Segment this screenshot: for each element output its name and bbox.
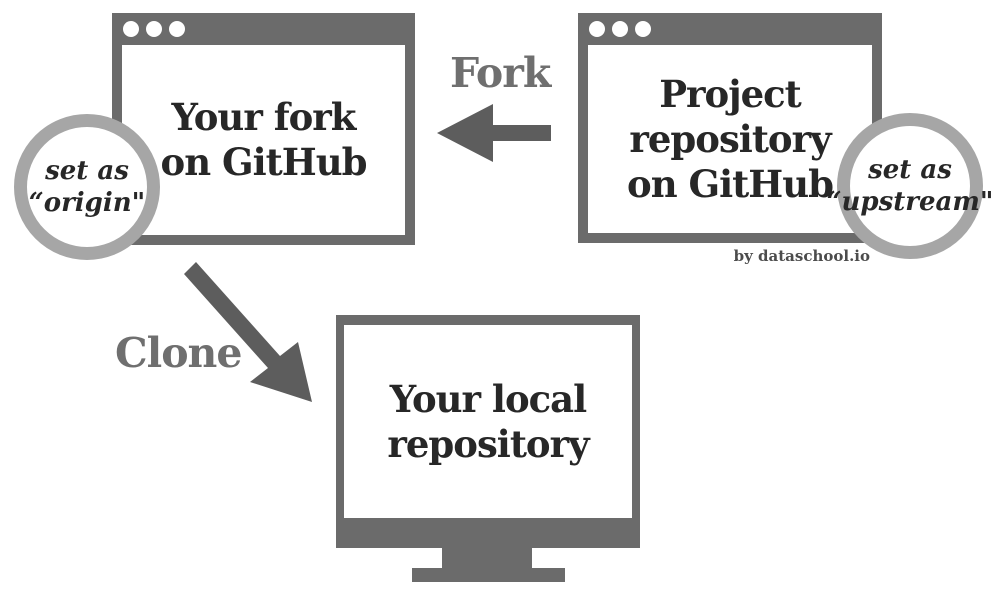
window-titlebar xyxy=(578,13,882,45)
upstream-badge-line2: “upstream" xyxy=(826,187,994,217)
monitor-stand-base xyxy=(412,568,565,582)
window-control-dot xyxy=(169,21,185,37)
fork-window-title-line2: on GitHub xyxy=(160,140,368,184)
window-titlebar xyxy=(112,13,415,45)
local-repository-monitor: Your local repository xyxy=(336,315,640,582)
fork-window-title-line1: Your fork xyxy=(171,95,357,139)
browser-window-your-fork: Your fork on GitHub xyxy=(112,13,415,245)
origin-badge-line1: set as xyxy=(45,156,129,186)
monitor-stand-neck xyxy=(442,548,532,568)
browser-window-project-repo: Project repository on GitHub xyxy=(578,13,882,243)
project-window-title-line1: Project xyxy=(659,71,802,116)
window-control-dot xyxy=(146,21,162,37)
window-control-dot xyxy=(123,21,139,37)
local-repo-title-line1: Your local xyxy=(389,376,587,421)
clone-arrow-label: Clone xyxy=(115,329,242,377)
fork-arrow xyxy=(437,104,551,162)
monitor-frame: Your local repository xyxy=(336,315,640,548)
local-repo-title-line2: repository xyxy=(387,421,589,466)
window-content: Your fork on GitHub xyxy=(122,45,405,235)
fork-arrow-label: Fork xyxy=(450,49,551,97)
window-control-dot xyxy=(589,21,605,37)
window-content: Project repository on GitHub xyxy=(588,45,872,233)
origin-badge: set as “origin" xyxy=(14,114,160,260)
project-window-title-line2: repository xyxy=(629,116,831,161)
origin-badge-line2: “origin" xyxy=(28,188,146,218)
clone-arrow xyxy=(184,262,312,402)
window-control-dot xyxy=(612,21,628,37)
window-control-dot xyxy=(635,21,651,37)
monitor-screen: Your local repository xyxy=(344,325,632,518)
upstream-badge: set as “upstream" xyxy=(827,113,993,259)
project-window-title-line3: on GitHub xyxy=(627,161,834,206)
byline: by dataschool.io xyxy=(733,247,870,265)
upstream-badge-line1: set as xyxy=(868,155,952,185)
